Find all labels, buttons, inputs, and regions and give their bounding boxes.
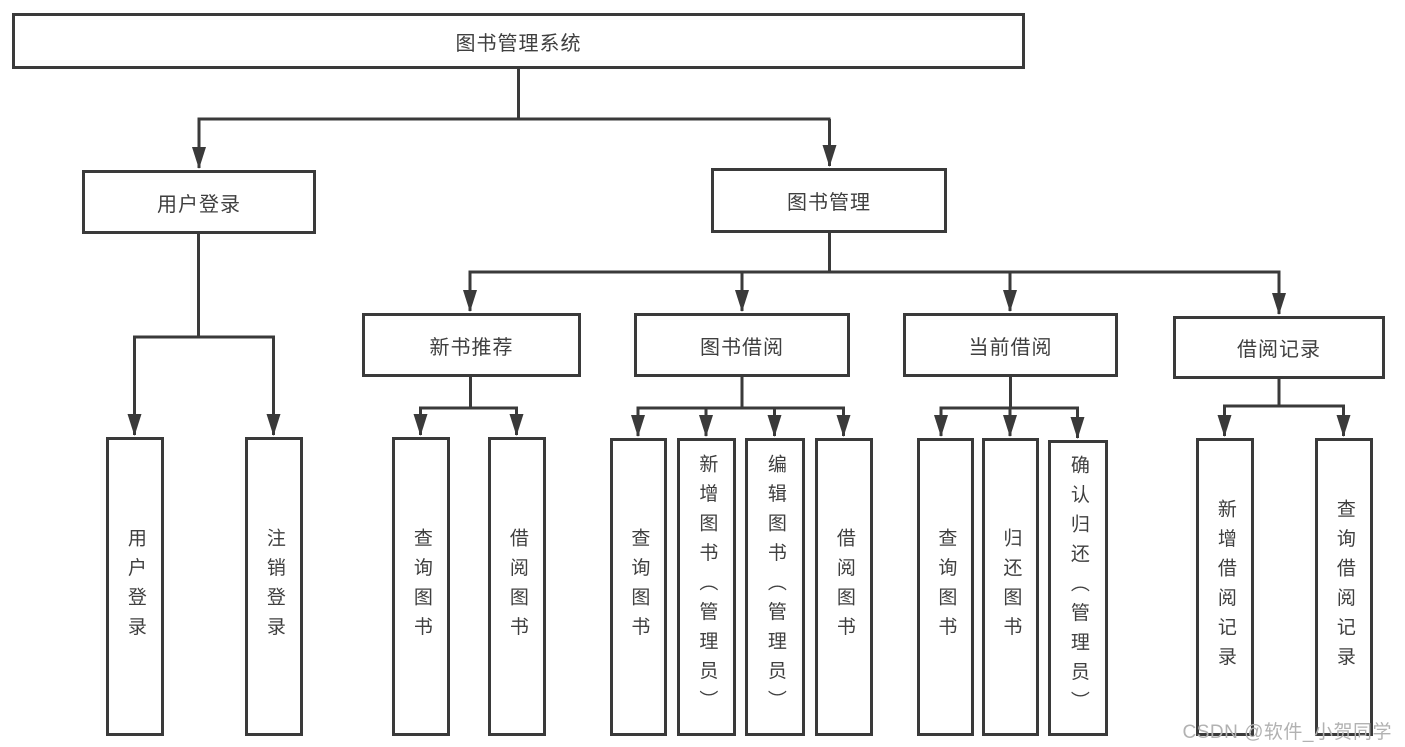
node-label: 查询图书 (935, 528, 957, 646)
node-label: 借阅记录 (1237, 339, 1321, 361)
node-label: 新增图书（管理员） (696, 454, 718, 720)
node-label: 查询图书 (628, 528, 650, 646)
leaf-edit-book-admin: 编辑图书（管理员） (745, 438, 805, 736)
leaf-query-borrow-record: 查询借阅记录 (1315, 438, 1373, 736)
node-label: 用户登录 (157, 193, 241, 216)
node-label: 借阅图书 (833, 528, 855, 646)
node-borrowing-records: 借阅记录 (1173, 316, 1385, 379)
node-label: 确认归还（管理员） (1067, 455, 1089, 721)
node-label: 注销登录 (263, 527, 285, 646)
leaf-confirm-return-admin: 确认归还（管理员） (1048, 440, 1108, 736)
leaf-borrow-books-recommendation: 借阅图书 (488, 437, 546, 736)
node-current-borrowing: 当前借阅 (903, 313, 1118, 377)
node-user-login: 用户登录 (82, 170, 316, 234)
node-label: 查询图书 (410, 527, 432, 646)
node-label: 编辑图书（管理员） (764, 454, 786, 720)
leaf-return-book: 归还图书 (982, 438, 1039, 736)
node-label: 新书推荐 (429, 336, 514, 359)
node-label: 用户登录 (124, 527, 146, 646)
node-library-management-system: 图书管理系统 (12, 13, 1025, 69)
node-label: 当前借阅 (968, 336, 1053, 359)
leaf-query-books-borrowing: 查询图书 (610, 438, 667, 736)
csdn-watermark: CSDN @软件_小贺同学 (1182, 722, 1392, 743)
node-label: 图书借阅 (700, 336, 784, 359)
leaf-query-books-recommendation: 查询图书 (392, 437, 450, 736)
node-label: 归还图书 (1000, 528, 1022, 646)
node-book-borrowing: 图书借阅 (634, 313, 850, 377)
node-label: 图书管理 (787, 192, 871, 214)
leaf-add-book-admin: 新增图书（管理员） (677, 438, 736, 736)
leaf-borrow-books: 借阅图书 (815, 438, 873, 736)
node-label: 借阅图书 (506, 527, 528, 646)
node-label: 图书管理系统 (455, 32, 582, 55)
leaf-user-login: 用户登录 (106, 437, 164, 736)
node-book-management: 图书管理 (711, 168, 947, 233)
leaf-query-books-current: 查询图书 (917, 438, 974, 736)
node-label: 新增借阅记录 (1214, 498, 1236, 676)
node-new-book-recommendation: 新书推荐 (362, 313, 581, 377)
leaf-add-borrow-record: 新增借阅记录 (1196, 438, 1254, 736)
leaf-logout: 注销登录 (245, 437, 303, 736)
node-label: 查询借阅记录 (1333, 498, 1355, 676)
